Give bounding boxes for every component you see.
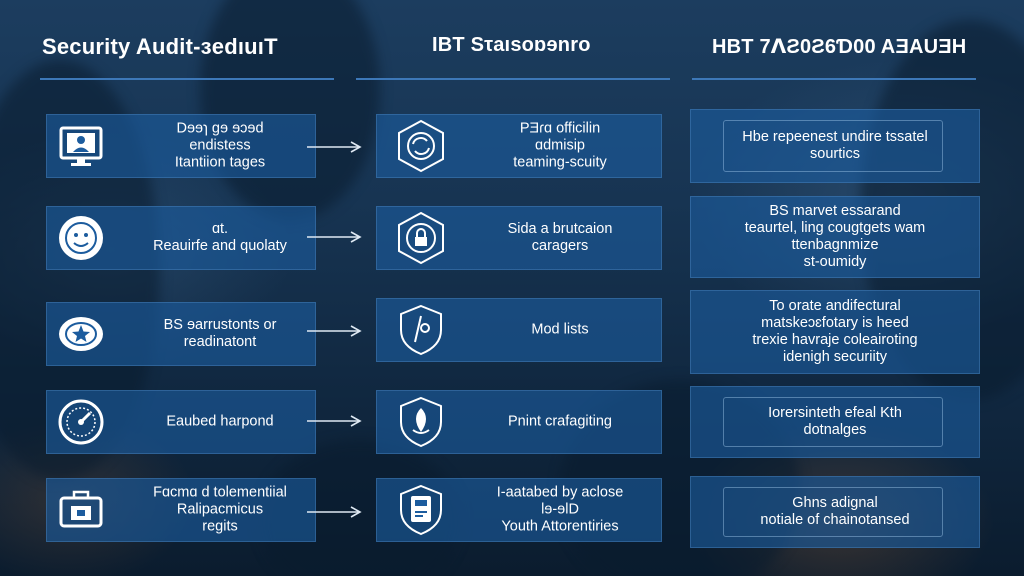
circular-arrows-icon bbox=[398, 119, 444, 173]
header-ibt: IBT Sτaısoɒɘnro bbox=[432, 34, 591, 56]
arrow-right-icon bbox=[307, 325, 362, 337]
audit-card-2: ɑt. Reauirfe and quolaty bbox=[46, 206, 316, 270]
audit-card-1: Dɘɘɿ ɡɘ ɘɔɘd endistess Itantiion tages bbox=[46, 114, 316, 178]
hbt-inner-frame bbox=[723, 487, 943, 537]
ibt-card-1: PƎɾɑ officilin ɑdmisip teaming-scuity bbox=[376, 114, 662, 178]
audit-text-2: ɑt. Reauirfe and quolaty bbox=[153, 221, 287, 254]
audit-text-1: Dɘɘɿ ɡɘ ɘɔɘd endistess Itantiion tages bbox=[174, 120, 266, 171]
hbt-card-1: Hbe repeenest undire tssatel sourtics bbox=[690, 109, 980, 183]
ibt-text-3: Mod lists bbox=[531, 321, 589, 338]
audit-card-4: Eaubed harpond bbox=[46, 390, 316, 454]
shield-key-icon bbox=[400, 304, 442, 356]
audit-card-3: BS ɘarrustonts or readinatont bbox=[46, 302, 316, 366]
star-emblem-icon bbox=[59, 317, 103, 351]
hbt-text-2: BS marvet essarand teaurtel, ling cougtg… bbox=[744, 203, 926, 270]
arrow-right-icon bbox=[307, 231, 362, 243]
arrow-right-icon bbox=[307, 415, 362, 427]
arrow-right-icon bbox=[307, 141, 362, 153]
ibt-card-2: Sida a brutcaion caragers bbox=[376, 206, 662, 270]
audit-card-5: Fɑcmɑ d tolementiial Ralipacmicus regits bbox=[46, 478, 316, 542]
header-security-audit: Security Audit-ɜedıuıT bbox=[42, 34, 278, 59]
hbt-text-1: Hbe repeenest undire tssatel sourtics bbox=[742, 129, 928, 162]
ibt-text-4: Pnint crafagiting bbox=[508, 413, 612, 430]
hbt-text-5: Ghns adignal notiale of chainotansed bbox=[760, 495, 910, 528]
badge-card-icon bbox=[400, 484, 442, 536]
ibt-card-3: Mod lists bbox=[376, 298, 662, 362]
hexagon-lock-icon bbox=[398, 211, 444, 265]
hbt-card-2: BS marvet essarand teaurtel, ling cougtg… bbox=[690, 196, 980, 278]
ibt-text-2: Sida a brutcaion caragers bbox=[507, 221, 613, 254]
header-rule-3 bbox=[692, 78, 976, 80]
audit-text-4: Eaubed harpond bbox=[166, 413, 274, 430]
ibt-text-5: I-aatabed by aclose lɘ-ɘlD Youth Attoren… bbox=[496, 484, 624, 535]
ibt-text-1: PƎɾɑ officilin ɑdmisip teaming-scuity bbox=[513, 120, 607, 171]
hbt-card-5: Ghns adignal notiale of chainotansed bbox=[690, 476, 980, 548]
face-badge-icon bbox=[59, 216, 103, 260]
audit-text-3: BS ɘarrustonts or readinatont bbox=[163, 317, 277, 350]
ibt-card-4: Pnint crafagiting bbox=[376, 390, 662, 454]
shield-leaf-icon bbox=[400, 396, 442, 448]
monitor-person-icon bbox=[59, 126, 103, 166]
arrow-right-icon bbox=[307, 506, 362, 518]
hbt-text-3: To orate andifectural matskeɔɛfotary is … bbox=[752, 298, 918, 365]
header-rule-1 bbox=[40, 78, 334, 80]
hbt-inner-frame bbox=[723, 397, 943, 447]
hbt-card-4: Iorersinteth efeal Kth dotnalges bbox=[690, 386, 980, 458]
audit-text-5: Fɑcmɑ d tolementiial Ralipacmicus regits bbox=[153, 484, 287, 535]
briefcase-icon bbox=[59, 490, 103, 528]
hbt-text-4: Iorersinteth efeal Kth dotnalges bbox=[768, 405, 902, 438]
ibt-card-5: I-aatabed by aclose lɘ-ɘlD Youth Attoren… bbox=[376, 478, 662, 542]
gauge-dial-icon bbox=[58, 399, 104, 445]
hbt-inner-frame bbox=[723, 120, 943, 172]
hbt-card-3: To orate andifectural matskeɔɛfotary is … bbox=[690, 290, 980, 374]
header-rule-2 bbox=[356, 78, 670, 80]
header-hbt: HBT 7ꓥƧ0Ƨ6Ɗ00 AƎAUƎH bbox=[712, 36, 967, 58]
